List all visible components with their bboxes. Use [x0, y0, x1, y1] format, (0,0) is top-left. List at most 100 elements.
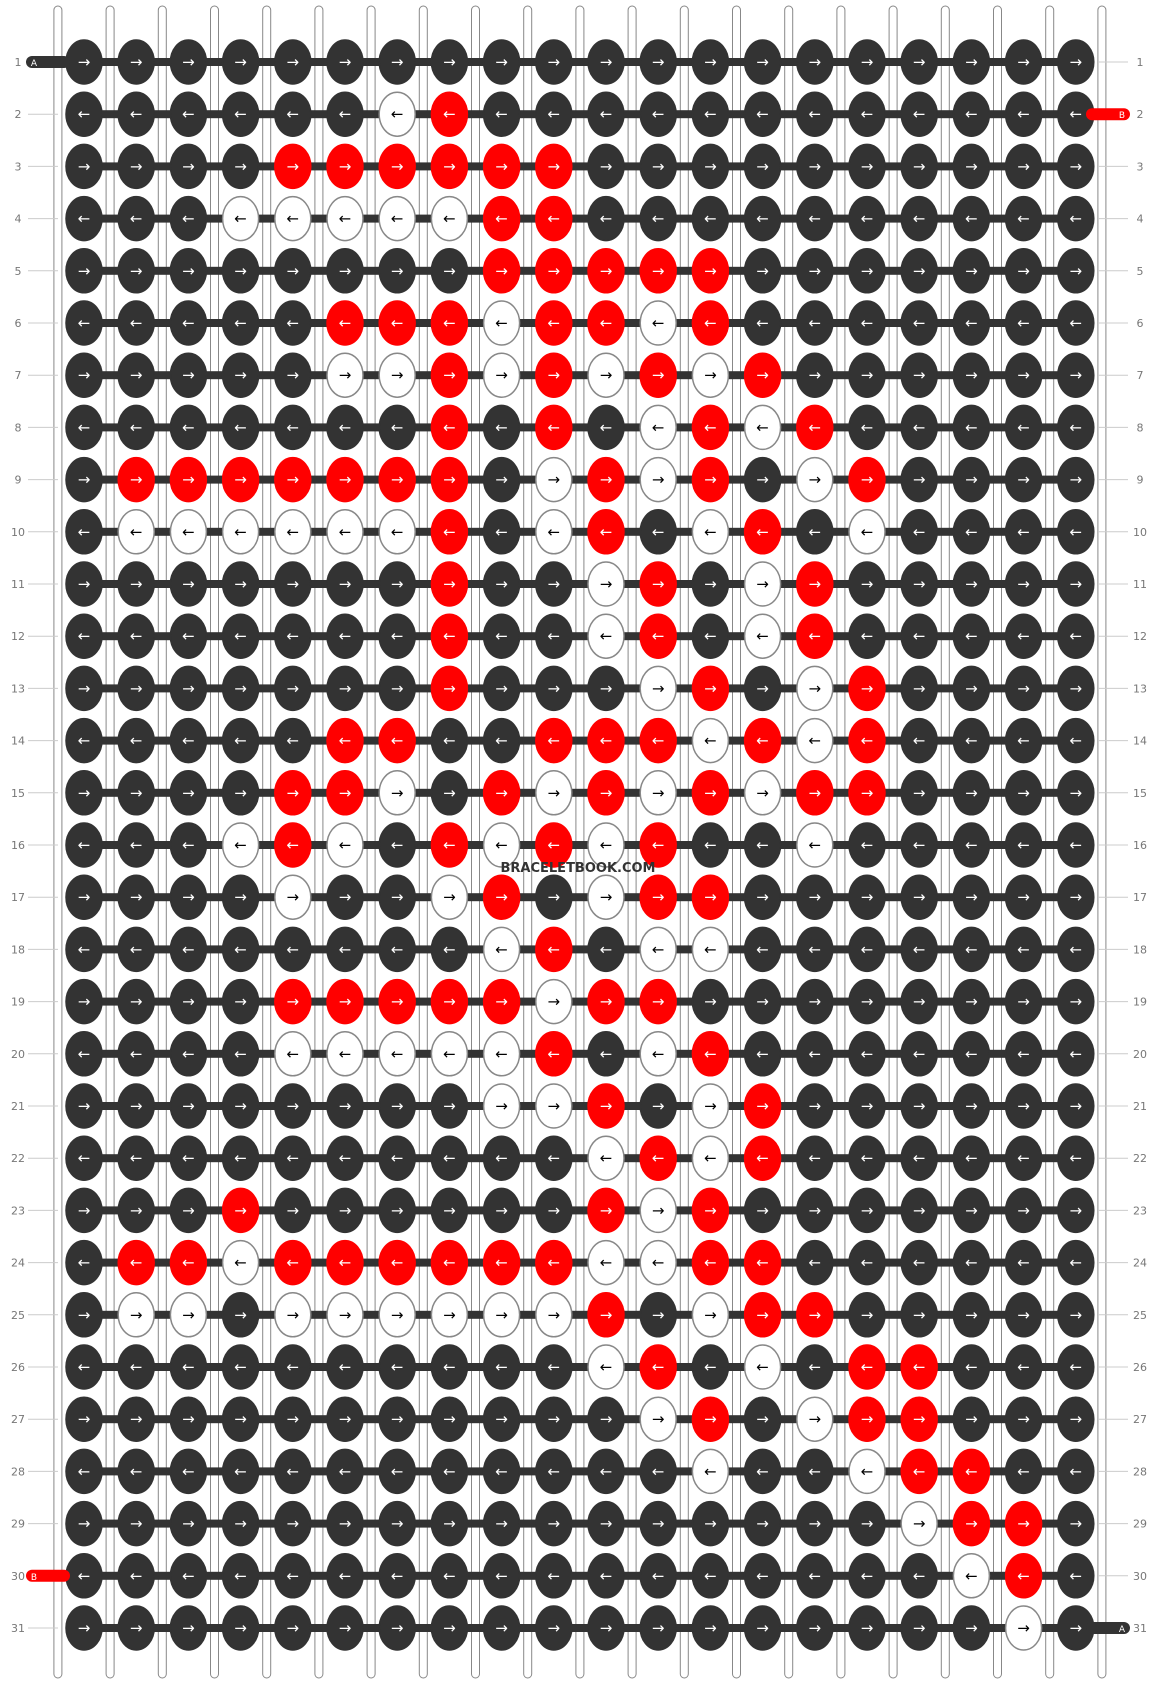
arrow-left-icon: ← — [913, 1567, 926, 1585]
arrow-right-icon: → — [756, 575, 769, 593]
arrow-right-icon: → — [78, 53, 91, 71]
knot — [743, 1396, 782, 1442]
knot — [221, 561, 260, 607]
arrow-left-icon: ← — [130, 1462, 143, 1480]
arrow-left-icon: ← — [287, 1149, 300, 1167]
knot — [65, 665, 103, 712]
arrow-right-icon: → — [391, 1619, 404, 1637]
arrow-left-icon: ← — [704, 1045, 717, 1063]
knot — [1057, 978, 1095, 1025]
arrow-right-icon: → — [913, 1515, 926, 1533]
knot — [900, 561, 938, 607]
arrow-right-icon: → — [861, 679, 874, 697]
arrow-right-icon: → — [809, 679, 822, 697]
knot — [378, 1292, 416, 1338]
arrow-right-icon: → — [234, 679, 247, 697]
arrow-left-icon: ← — [287, 210, 300, 228]
arrow-left-icon: ← — [652, 1358, 665, 1376]
arrow-right-icon: → — [182, 1410, 195, 1428]
row-thread — [70, 58, 1086, 66]
row-thread — [70, 423, 1086, 432]
arrow-left-icon: ← — [495, 1567, 508, 1585]
arrow-left-icon: ← — [652, 1149, 665, 1167]
knot — [587, 665, 625, 712]
knot — [117, 509, 155, 555]
arrow-right-icon: → — [704, 366, 717, 384]
knot — [169, 300, 208, 346]
knot — [639, 91, 677, 137]
knot — [691, 456, 730, 503]
arrow-right-icon: → — [130, 53, 143, 71]
knot — [691, 665, 730, 712]
knot — [848, 143, 886, 190]
knot — [482, 509, 521, 555]
arrow-right-icon: → — [78, 471, 91, 489]
arrow-right-icon: → — [1017, 366, 1030, 384]
knot — [848, 874, 886, 920]
arrow-left-icon: ← — [1017, 1358, 1030, 1376]
arrow-left-icon: ← — [548, 1149, 561, 1167]
knot — [221, 404, 260, 451]
row-thread — [70, 841, 1086, 849]
arrow-left-icon: ← — [78, 314, 91, 332]
arrow-left-icon: ← — [756, 1045, 769, 1063]
knot — [430, 874, 469, 920]
arrow-left-icon: ← — [495, 627, 508, 645]
knot — [65, 1135, 103, 1181]
knot — [587, 874, 625, 920]
knot — [900, 248, 938, 294]
knot — [65, 926, 103, 973]
knot — [65, 143, 103, 190]
knot — [378, 404, 416, 451]
knot — [587, 822, 625, 868]
arrow-right-icon: → — [339, 1515, 352, 1533]
arrow-left-icon: ← — [495, 210, 508, 228]
arrow-right-icon: → — [182, 262, 195, 280]
knot — [1004, 509, 1043, 555]
arrow-left-icon: ← — [704, 940, 717, 958]
knot — [378, 1553, 416, 1599]
knot — [378, 822, 416, 868]
knot — [326, 822, 364, 868]
knot — [482, 926, 521, 973]
arrow-right-icon: → — [809, 366, 822, 384]
knot — [274, 1553, 312, 1599]
arrow-right-icon: → — [704, 1515, 717, 1533]
knot — [326, 1031, 364, 1077]
row-label-left: 28 — [11, 1465, 25, 1478]
arrow-left-icon: ← — [182, 627, 195, 645]
knot — [743, 143, 782, 190]
arrow-right-icon: → — [287, 471, 300, 489]
knot — [1057, 1396, 1095, 1442]
knot — [952, 1396, 991, 1442]
arrow-right-icon: → — [861, 1201, 874, 1219]
knot — [535, 1605, 573, 1651]
knot — [1057, 822, 1095, 868]
arrow-right-icon: → — [391, 1515, 404, 1533]
arrow-right-icon: → — [1017, 471, 1030, 489]
arrow-left-icon: ← — [391, 940, 404, 958]
knot — [691, 1553, 730, 1599]
knot — [587, 143, 625, 190]
arrow-right-icon: → — [182, 471, 195, 489]
row-label-right: 15 — [1133, 787, 1147, 800]
knot — [482, 1292, 521, 1338]
arrow-left-icon: ← — [809, 836, 822, 854]
knot — [117, 404, 155, 451]
knot — [1057, 195, 1095, 242]
knot — [117, 1500, 155, 1547]
knot — [430, 1605, 469, 1651]
knot — [952, 822, 991, 868]
knot — [326, 352, 364, 398]
arrow-right-icon: → — [495, 1201, 508, 1219]
arrow-right-icon: → — [1017, 262, 1030, 280]
knot — [274, 1448, 312, 1495]
knot — [274, 1605, 312, 1651]
knot — [430, 822, 469, 868]
arrow-left-icon: ← — [652, 627, 665, 645]
row-label-left: 24 — [11, 1257, 25, 1270]
knot — [274, 352, 312, 398]
row-label-left: 7 — [15, 369, 22, 382]
arrow-left-icon: ← — [130, 105, 143, 123]
knot — [796, 1239, 834, 1286]
